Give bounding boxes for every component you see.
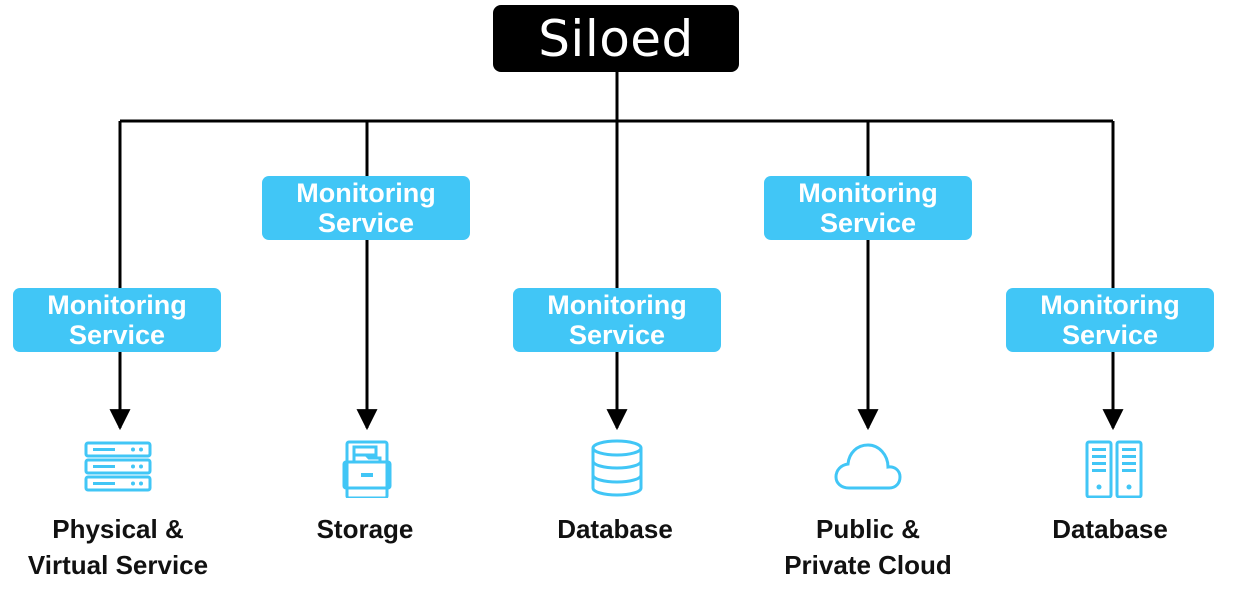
label-line2: Private Cloud	[784, 550, 952, 580]
label-physical-virtual-service: Physical & Virtual Service	[0, 511, 238, 583]
service-box-line1: Monitoring	[547, 290, 687, 320]
server-rack-icon	[84, 441, 152, 492]
label-database: Database	[495, 511, 735, 547]
service-box-line2: Service	[68, 320, 166, 350]
monitoring-service-box-4: Monitoring Service	[764, 176, 972, 240]
service-box-line1: Monitoring	[798, 178, 938, 208]
service-box-line1: Monitoring	[296, 178, 436, 208]
label-line1: Public &	[815, 514, 920, 544]
diagram-title-text: Siloed	[538, 9, 694, 68]
service-box-line2: Service	[317, 208, 415, 238]
label-database-2: Database	[990, 511, 1230, 547]
label-line1: Storage	[316, 514, 414, 544]
label-public-private-cloud: Public & Private Cloud	[748, 511, 988, 583]
label-line1: Physical &	[52, 514, 184, 544]
monitoring-service-box-3: Monitoring Service	[513, 288, 721, 352]
storage-cabinet-icon	[342, 440, 392, 498]
label-storage: Storage	[245, 511, 485, 547]
monitoring-service-box-2: Monitoring Service	[262, 176, 470, 240]
label-line1: Database	[557, 514, 673, 544]
database-icon	[591, 439, 643, 497]
service-box-line2: Service	[1061, 320, 1159, 350]
server-towers-icon	[1085, 440, 1143, 498]
diagram-title: Siloed	[493, 5, 739, 72]
monitoring-service-box-1: Monitoring Service	[13, 288, 221, 352]
monitoring-service-box-5: Monitoring Service	[1006, 288, 1214, 352]
service-box-line2: Service	[819, 208, 917, 238]
label-line2: Virtual Service	[27, 550, 209, 580]
label-line1: Database	[1052, 514, 1168, 544]
service-box-line1: Monitoring	[1040, 290, 1180, 320]
service-box-line2: Service	[568, 320, 666, 350]
service-box-line1: Monitoring	[47, 290, 187, 320]
cloud-icon	[834, 443, 902, 490]
